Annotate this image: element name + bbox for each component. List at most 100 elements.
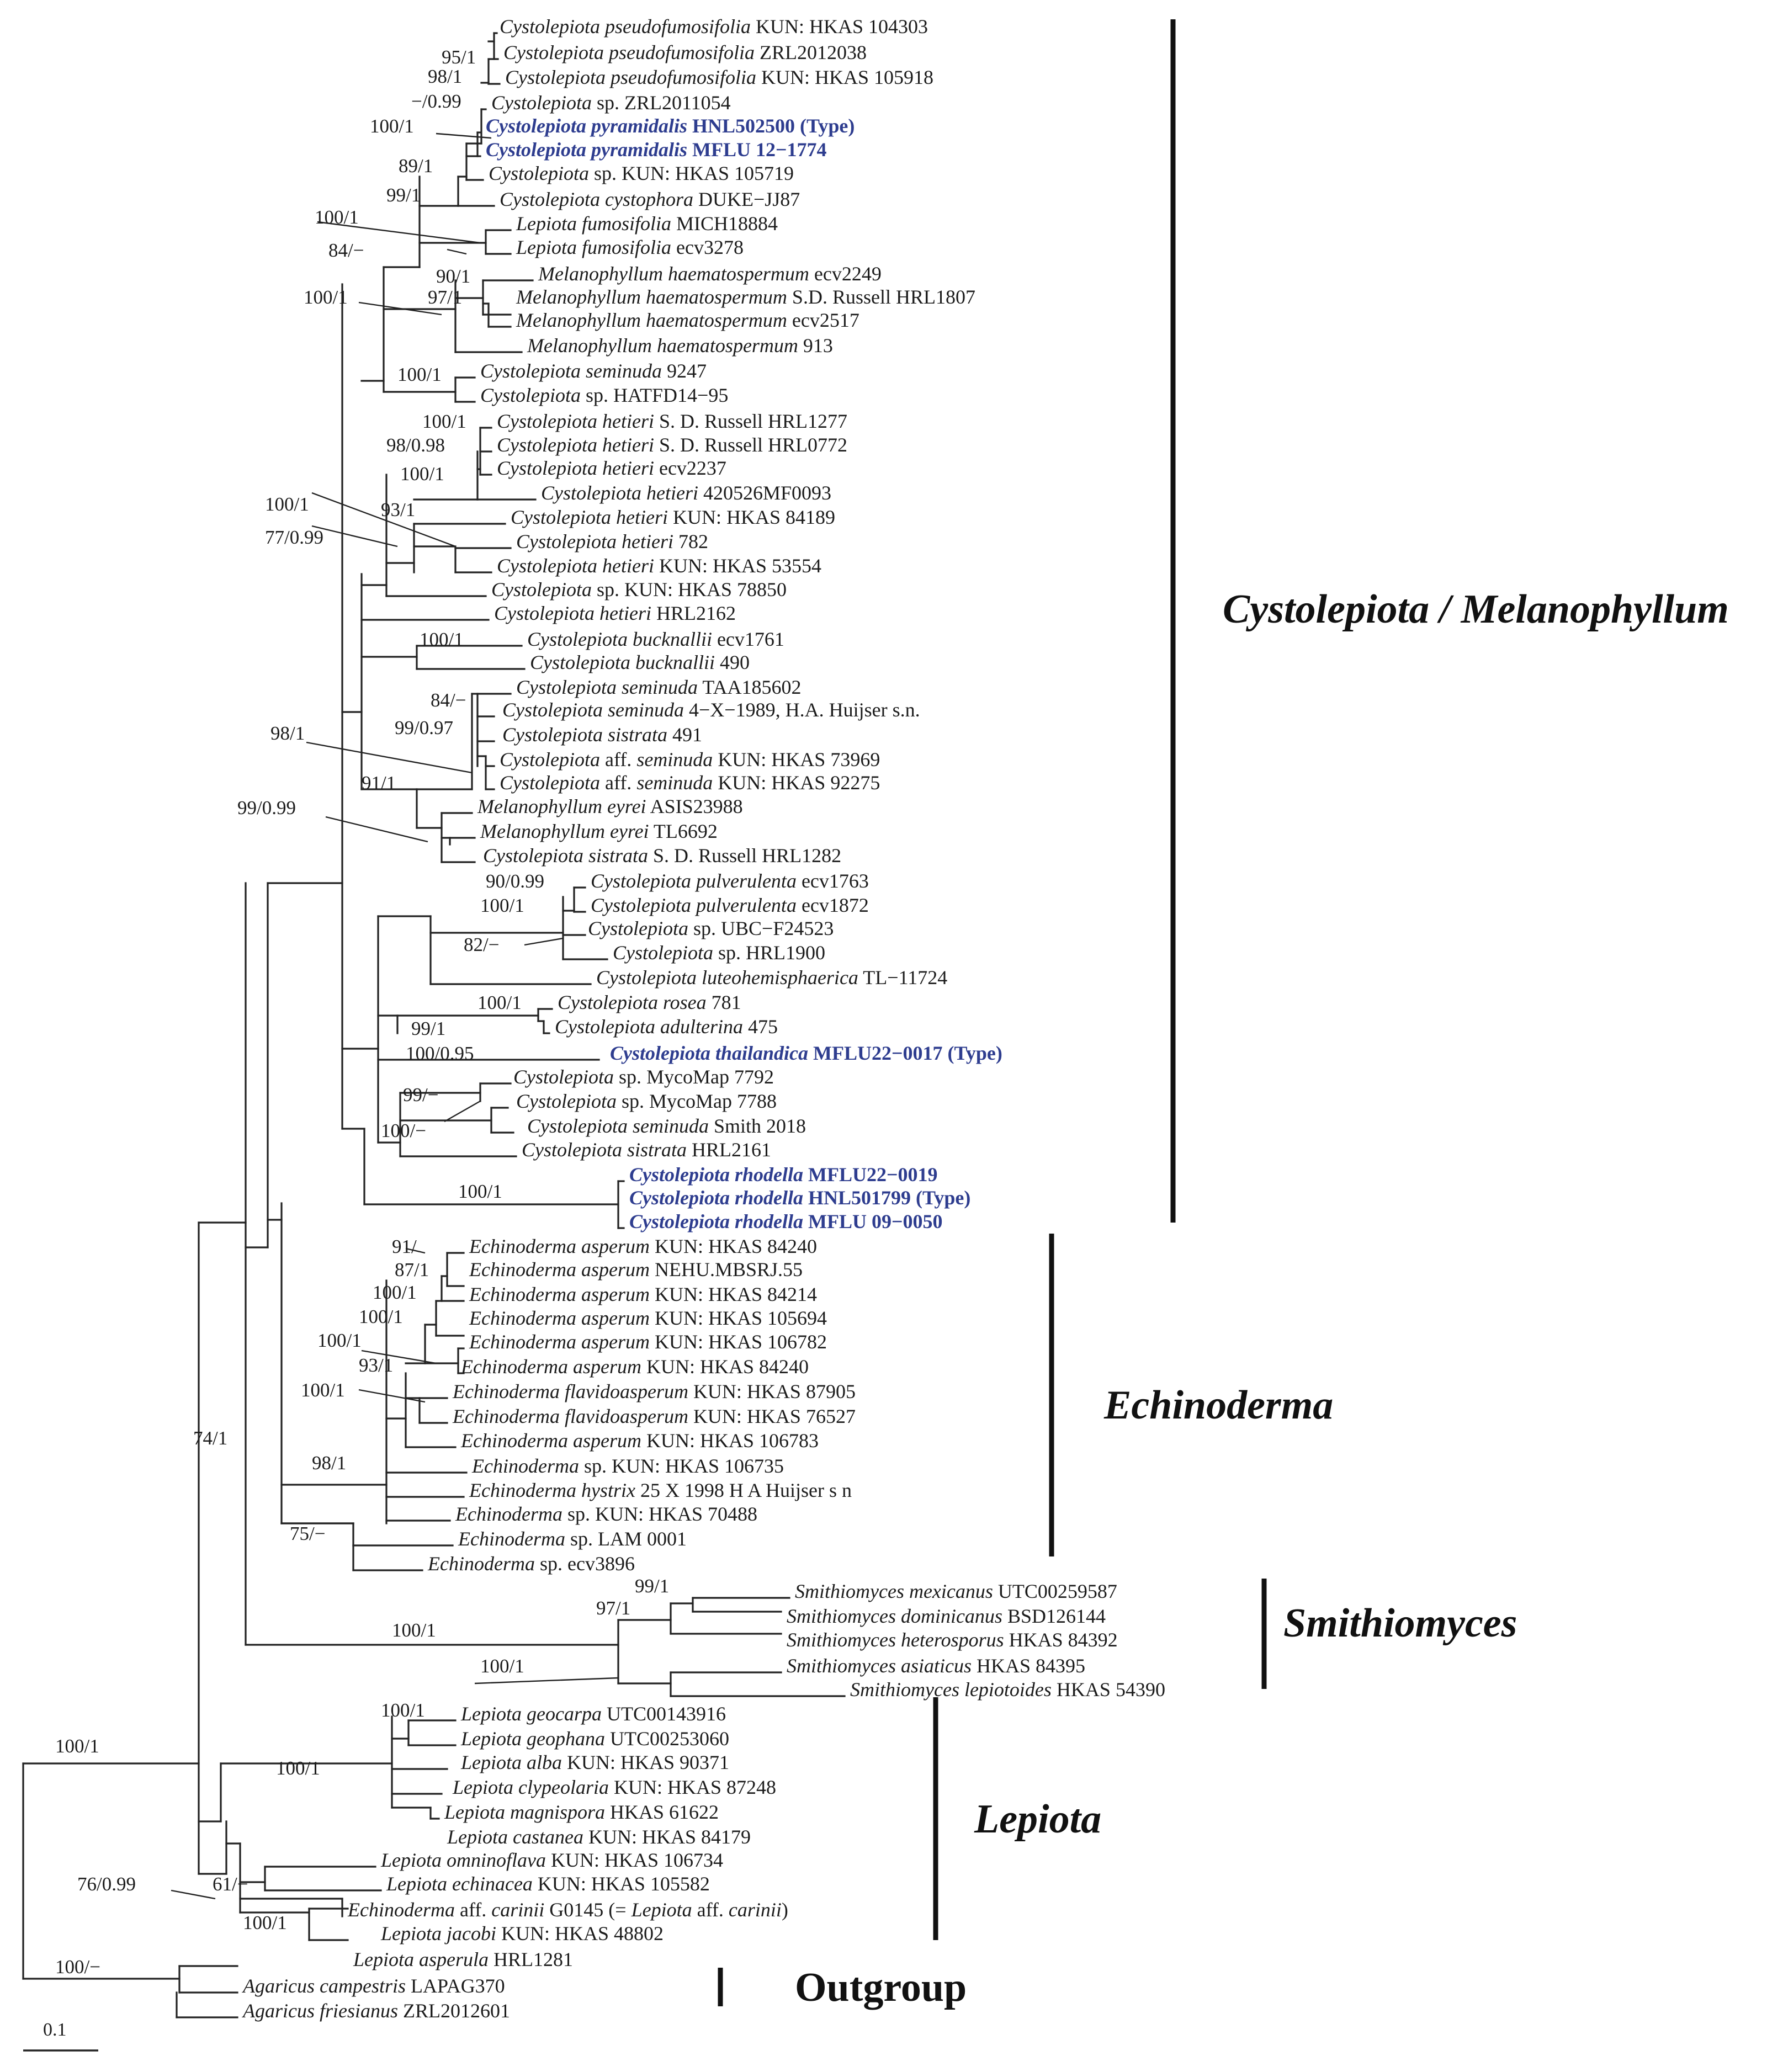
tip-label: Cystolepiota sistrata HRL2161 bbox=[522, 1139, 771, 1161]
tip-label: Lepiota asperula HRL1281 bbox=[353, 1948, 573, 1970]
clade-annotation: Cystolepiota / Melanophyllum bbox=[1170, 19, 1729, 1223]
tip-label: Cystolepiota rosea 781 bbox=[558, 991, 741, 1013]
tip-text: Smithiomyces lepiotoides HKAS 54390 bbox=[850, 1678, 1165, 1701]
tip-label: Echinoderma sp. KUN: HKAS 70488 bbox=[455, 1503, 757, 1525]
tip-label: Cystolepiota sp. ZRL2011054 bbox=[491, 92, 731, 114]
tip-label: Cystolepiota sp. KUN: HKAS 78850 bbox=[491, 578, 787, 601]
support-value: 61/− bbox=[213, 1873, 248, 1895]
support-value: 100/1 bbox=[400, 463, 444, 485]
tip-label: Cystolepiota sp. UBC−F24523 bbox=[588, 917, 834, 939]
support-value: 82/− bbox=[464, 934, 499, 955]
support-values: 95/198/1−/0.99100/189/199/1100/184/−90/1… bbox=[55, 46, 669, 1978]
tip-label: Cystolepiota pulverulenta ecv1872 bbox=[591, 894, 869, 916]
support-value: 97/1 bbox=[428, 286, 462, 308]
clade-label: Lepiota bbox=[974, 1797, 1101, 1842]
tip-label: Agaricus campestris LAPAG370 bbox=[242, 1975, 505, 1997]
tip-text: Smithiomyces mexicanus UTC00259587 bbox=[795, 1580, 1117, 1602]
tip-label: Lepiota fumosifolia MICH18884 bbox=[516, 212, 778, 235]
tip-text: Cystolepiota hetieri S. D. Russell HRL07… bbox=[497, 434, 847, 456]
tip-label: Cystolepiota sp. HRL1900 bbox=[613, 942, 825, 964]
tip-text: Cystolepiota bucknallii ecv1761 bbox=[527, 628, 784, 650]
support-value: 76/0.99 bbox=[77, 1873, 136, 1895]
tip-label: Cystolepiota hetieri S. D. Russell HRL07… bbox=[497, 434, 847, 456]
tip-text: Cystolepiota pseudofumosifolia ZRL201203… bbox=[503, 41, 867, 63]
support-value: 100/1 bbox=[397, 364, 442, 385]
support-value: 95/1 bbox=[442, 46, 476, 68]
tip-text: Melanophyllum haematospermum 913 bbox=[527, 334, 833, 357]
support-value: 89/1 bbox=[399, 155, 433, 177]
support-value: 100/1 bbox=[276, 1757, 320, 1779]
tip-text: Cystolepiota hetieri 782 bbox=[516, 530, 708, 552]
support-value: 100/1 bbox=[458, 1181, 502, 1202]
tip-text: Echinoderma flavidoasperum KUN: HKAS 879… bbox=[452, 1380, 856, 1402]
support-leader-line bbox=[306, 741, 473, 774]
support-value: 100/− bbox=[381, 1120, 426, 1141]
clade-label: Smithiomyces bbox=[1283, 1601, 1517, 1646]
tip-label: Cystolepiota pseudofumosifolia ZRL201203… bbox=[503, 41, 867, 63]
support-value: 99/1 bbox=[411, 1018, 445, 1039]
tip-text: Cystolepiota rhodella HNL501799 (Type) bbox=[629, 1187, 970, 1209]
tip-text: Cystolepiota adulterina 475 bbox=[555, 1016, 778, 1038]
tip-text: Melanophyllum haematospermum ecv2517 bbox=[516, 309, 859, 331]
tip-label: Cystolepiota luteohemisphaerica TL−11724 bbox=[596, 966, 947, 989]
tip-label: Echinoderma asperum KUN: HKAS 105694 bbox=[469, 1307, 827, 1329]
support-value: 98/1 bbox=[428, 66, 462, 87]
support-value: 100/1 bbox=[480, 895, 524, 916]
tip-label: Smithiomyces dominicanus BSD126144 bbox=[787, 1605, 1106, 1627]
tip-label: Cystolepiota bucknallii 490 bbox=[530, 651, 750, 673]
tip-label: Lepiota fumosifolia ecv3278 bbox=[516, 236, 744, 258]
clade-label: Outgroup bbox=[795, 1965, 967, 2010]
tip-text: Cystolepiota sp. ZRL2011054 bbox=[491, 92, 731, 114]
tip-text: Lepiota jacobi KUN: HKAS 48802 bbox=[380, 1922, 664, 1945]
tip-label: Cystolepiota rhodella MFLU 09−0050 bbox=[629, 1210, 943, 1232]
tip-text: Echinoderma hystrix 25 X 1998 H A Huijse… bbox=[469, 1479, 852, 1501]
support-value: 93/1 bbox=[359, 1354, 393, 1376]
support-value: 98/1 bbox=[270, 722, 305, 744]
tip-text: Melanophyllum eyrei TL6692 bbox=[480, 820, 718, 842]
tip-label: Cystolepiota seminuda 9247 bbox=[480, 360, 707, 382]
tip-label: Cystolepiota hetieri 782 bbox=[516, 530, 708, 552]
clade-label: Echinoderma bbox=[1103, 1383, 1333, 1428]
tip-text: Echinoderma sp. KUN: HKAS 106735 bbox=[471, 1455, 784, 1477]
tip-label: Echinoderma aff. carinii G0145 (= Lepiot… bbox=[347, 1899, 788, 1921]
tip-label: Cystolepiota hetieri HRL2162 bbox=[494, 602, 736, 624]
tip-text: Lepiota alba KUN: HKAS 90371 bbox=[460, 1751, 729, 1773]
support-value: 100/1 bbox=[422, 411, 466, 432]
support-leader-line bbox=[361, 1350, 437, 1364]
support-value: 100/1 bbox=[304, 286, 348, 308]
support-value: 100/1 bbox=[301, 1379, 345, 1401]
support-value: 98/0.98 bbox=[386, 434, 445, 456]
support-leader-line bbox=[524, 937, 564, 946]
tip-label: Echinoderma asperum KUN: HKAS 84240 bbox=[460, 1356, 809, 1378]
tip-label: Melanophyllum eyrei ASIS23988 bbox=[477, 795, 743, 817]
tip-text: Echinoderma asperum KUN: HKAS 105694 bbox=[469, 1307, 827, 1329]
tip-label: Echinoderma asperum KUN: HKAS 84240 bbox=[469, 1235, 817, 1257]
tip-text: Cystolepiota pseudofumosifolia KUN: HKAS… bbox=[500, 15, 928, 38]
tip-text: Cystolepiota sp. MycoMap 7788 bbox=[516, 1090, 777, 1112]
tip-text: Cystolepiota hetieri 420526MF0093 bbox=[541, 482, 831, 504]
support-value: 98/1 bbox=[312, 1452, 346, 1474]
tip-text: Cystolepiota sistrata 491 bbox=[502, 724, 702, 746]
tip-text: Echinoderma sp. ecv3896 bbox=[427, 1553, 635, 1575]
support-value: 77/0.99 bbox=[265, 527, 323, 548]
tip-text: Cystolepiota sp. HRL1900 bbox=[613, 942, 825, 964]
tip-text: Cystolepiota rhodella MFLU 09−0050 bbox=[629, 1210, 943, 1232]
tip-text: Echinoderma asperum KUN: HKAS 106783 bbox=[460, 1430, 819, 1452]
tip-text: Lepiota clypeolaria KUN: HKAS 87248 bbox=[452, 1776, 776, 1798]
tip-label: Cystolepiota pyramidalis MFLU 12−1774 bbox=[486, 139, 827, 161]
tree-branches bbox=[22, 32, 846, 2018]
support-value: 100/1 bbox=[317, 1330, 362, 1351]
clade-annotations: Cystolepiota / MelanophyllumEchinodermaS… bbox=[718, 19, 1729, 2010]
tip-label: Echinoderma flavidoasperum KUN: HKAS 879… bbox=[452, 1380, 856, 1402]
support-leader-line bbox=[444, 1100, 481, 1123]
tip-text: Cystolepiota hetieri S. D. Russell HRL12… bbox=[497, 410, 847, 432]
tip-label: Cystolepiota seminuda Smith 2018 bbox=[527, 1115, 806, 1137]
support-value: 99/0.99 bbox=[237, 797, 296, 819]
tip-label: Melanophyllum haematospermum ecv2517 bbox=[516, 309, 859, 331]
support-leader-line bbox=[325, 816, 428, 843]
tip-label: Cystolepiota sistrata 491 bbox=[502, 724, 702, 746]
tip-label: Melanophyllum eyrei TL6692 bbox=[480, 820, 718, 842]
tip-label: Smithiomyces heterosporus HKAS 84392 bbox=[787, 1629, 1118, 1651]
tip-text: Cystolepiota hetieri KUN: HKAS 53554 bbox=[497, 555, 821, 577]
